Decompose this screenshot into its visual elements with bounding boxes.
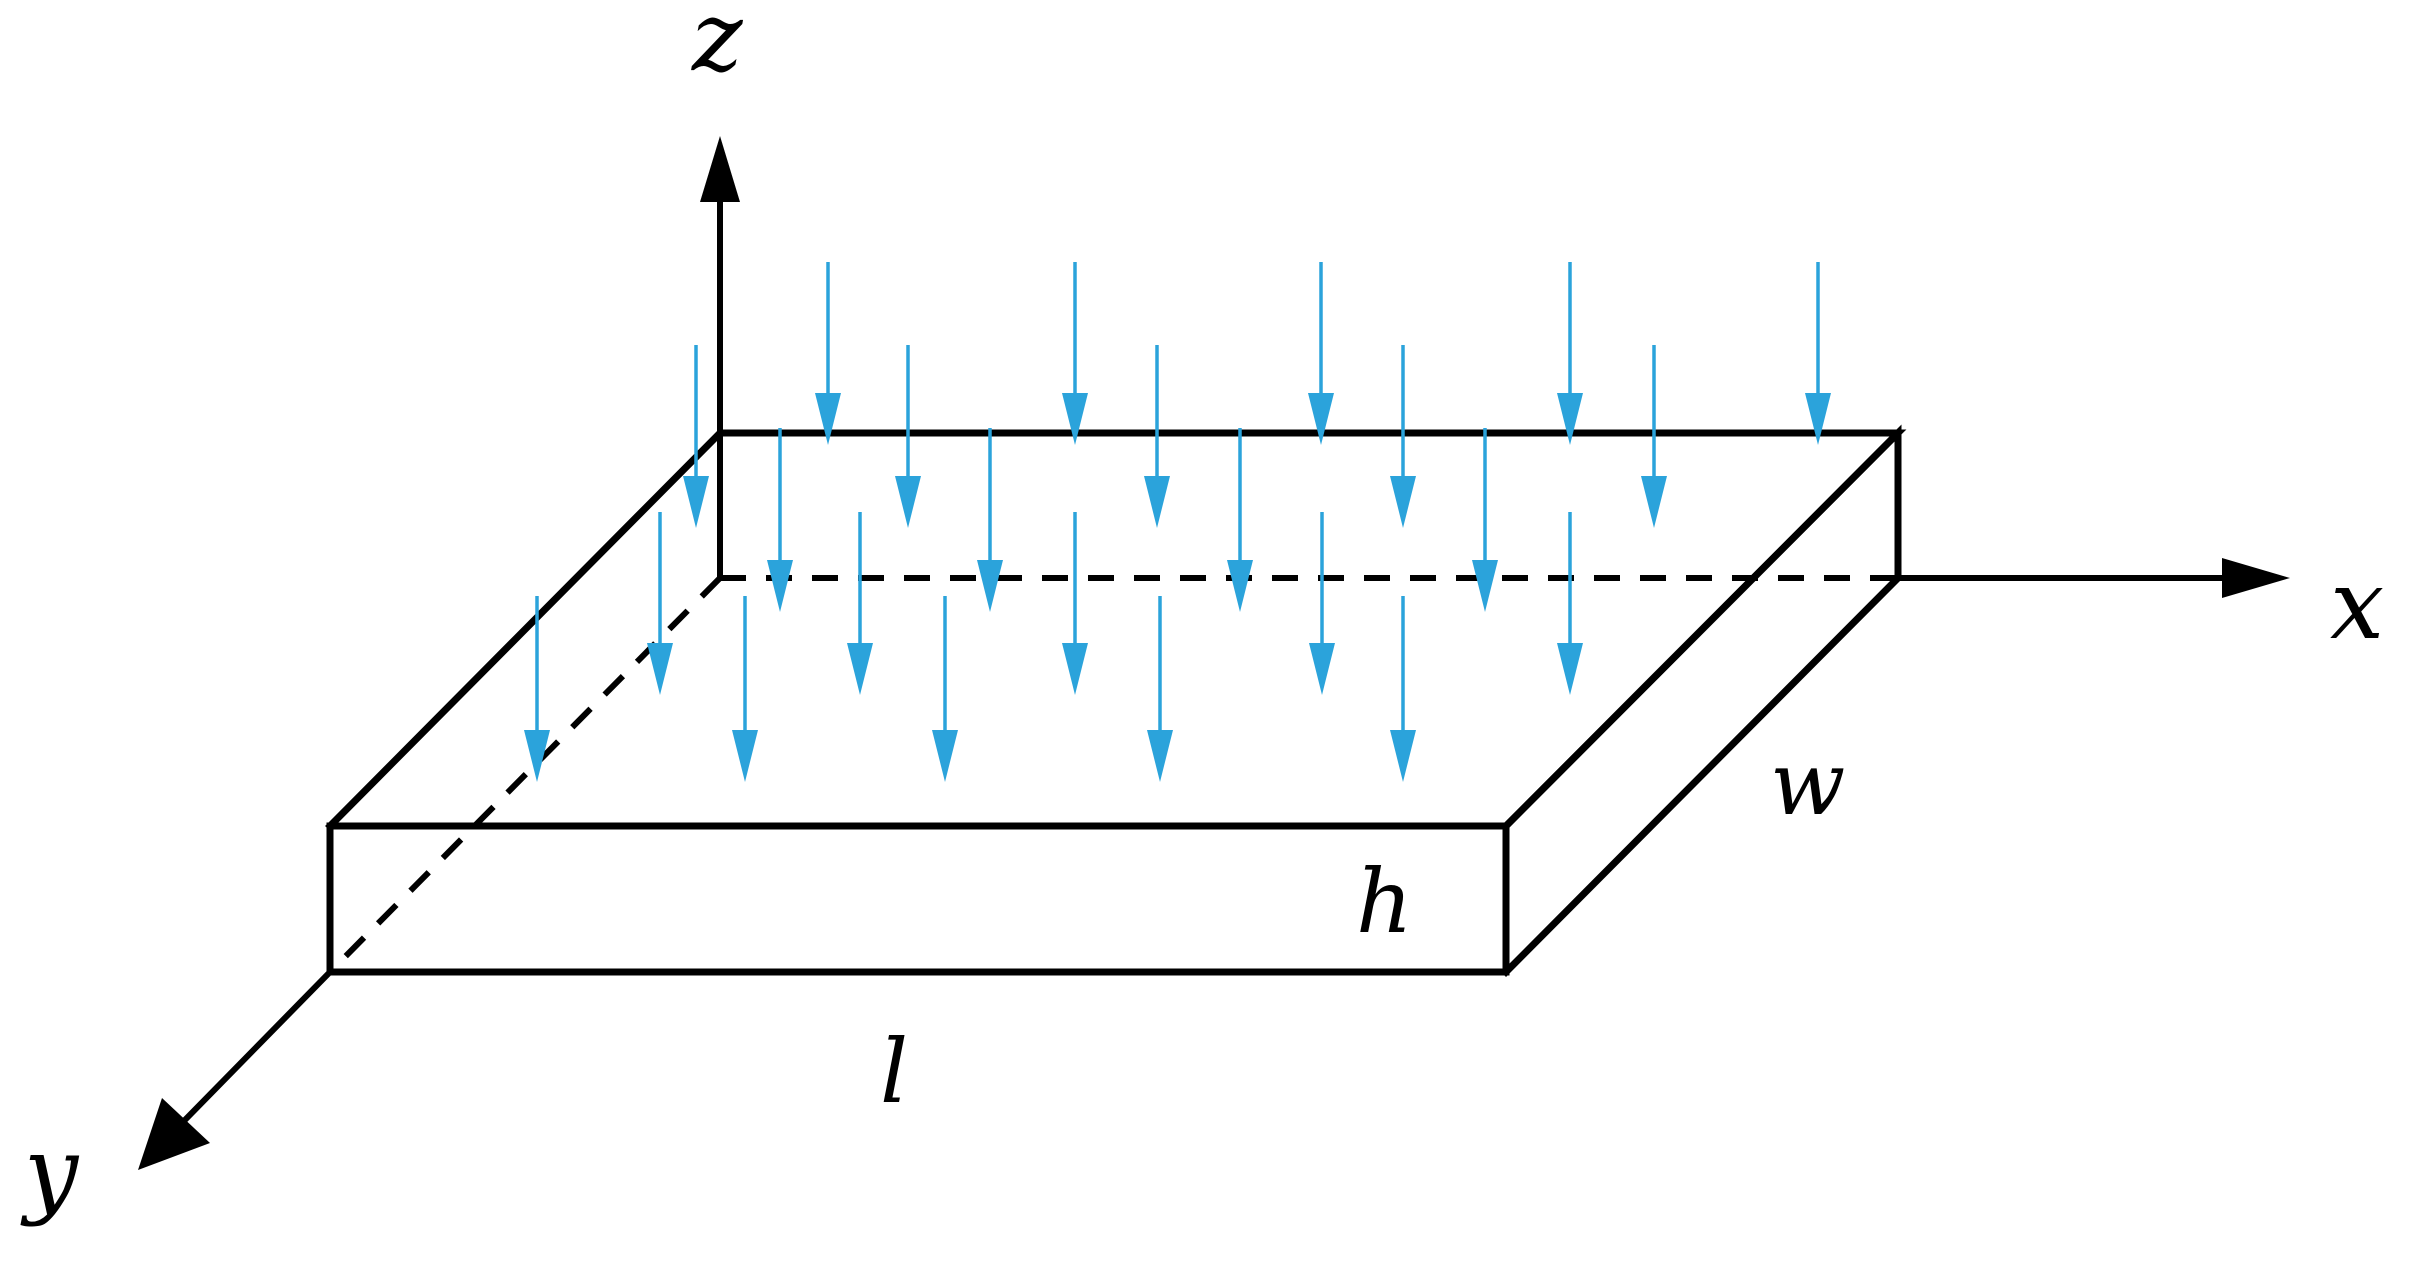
- load-arrowhead: [1390, 730, 1416, 782]
- load-arrowhead: [815, 393, 841, 445]
- load-arrowhead: [1227, 560, 1253, 612]
- load-arrowhead: [1308, 393, 1334, 445]
- y-axis-label: y: [20, 1116, 80, 1228]
- x-axis-arrowhead: [2222, 558, 2290, 598]
- z-axis-arrowhead: [700, 136, 740, 202]
- y-axis-line: [177, 969, 333, 1128]
- load-arrowhead: [1062, 643, 1088, 695]
- load-arrowhead: [977, 560, 1003, 612]
- dimension-label-length: l: [880, 1020, 908, 1123]
- dimension-label-width: w: [1770, 732, 1845, 835]
- load-arrowhead: [1309, 643, 1335, 695]
- load-arrowhead: [524, 730, 550, 782]
- load-arrowhead: [1557, 393, 1583, 445]
- load-arrowhead: [932, 730, 958, 782]
- load-arrowhead: [1472, 560, 1498, 612]
- load-arrowhead: [732, 730, 758, 782]
- load-arrowhead: [1805, 393, 1831, 445]
- load-arrowhead: [847, 643, 873, 695]
- load-arrowhead: [1062, 393, 1088, 445]
- load-arrowhead: [767, 560, 793, 612]
- load-arrowhead: [647, 643, 673, 695]
- load-arrowhead: [895, 476, 921, 528]
- dimension-label-height: h: [1356, 850, 1413, 953]
- plate-front-face: [326, 822, 1510, 976]
- plate-right-side-face: [1501, 424, 1902, 977]
- load-arrowhead: [1390, 476, 1416, 528]
- distributed-load-arrows: [524, 262, 1831, 782]
- load-arrowhead: [1147, 730, 1173, 782]
- load-arrowhead: [1641, 476, 1667, 528]
- x-axis-label: x: [2330, 549, 2384, 661]
- load-arrowhead: [1144, 476, 1170, 528]
- y-axis-arrowhead: [138, 1098, 210, 1170]
- load-arrowhead: [1557, 643, 1583, 695]
- z-axis-label: z: [691, 0, 744, 93]
- load-arrowhead: [683, 476, 709, 528]
